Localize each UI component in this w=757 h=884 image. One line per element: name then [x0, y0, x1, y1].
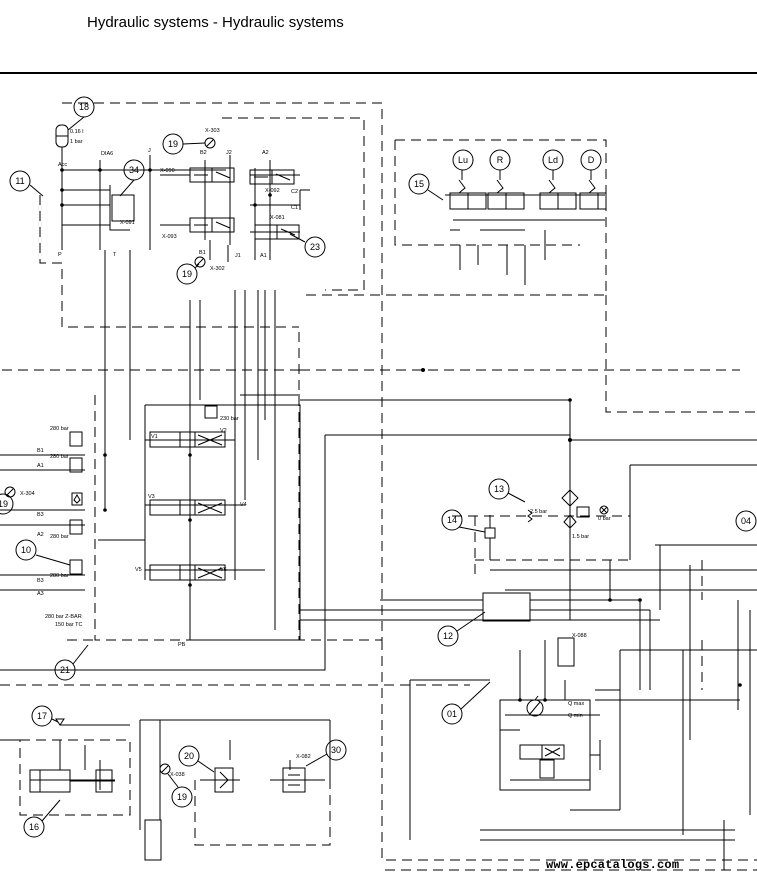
- callout-01: 01: [447, 709, 457, 719]
- connector-x091: X-091: [120, 220, 135, 226]
- pump-01: [519, 637, 575, 779]
- filter-2-5bar: 2.5 bar: [530, 509, 547, 515]
- main-control-valves: [69, 405, 226, 581]
- pilot-ld: Ld: [548, 155, 558, 165]
- callout-19-bottom: 19: [177, 792, 187, 802]
- callout-10: 10: [21, 545, 31, 555]
- callout-23: 23: [310, 242, 320, 252]
- dia6-label: DIA6: [101, 151, 113, 157]
- port-b2: B2: [200, 150, 207, 156]
- callout-18: 18: [79, 102, 89, 112]
- port-a3-left: A3: [37, 591, 44, 597]
- callout-11: 11: [15, 176, 24, 186]
- callout-04: 04: [741, 516, 751, 526]
- port-a1-top: A1: [260, 253, 267, 259]
- port-j: J: [148, 148, 151, 154]
- section-v4: V4: [240, 502, 247, 508]
- port-a2-left: A2: [37, 532, 44, 538]
- callout-numbers: 18 11 19 34 23 19 15 Lu R Ld D 19 10 21 …: [0, 102, 751, 832]
- pump-qmax: Q max: [568, 701, 584, 707]
- connector-x090: X-090: [160, 168, 175, 174]
- watermark: www.epcatalogs.com: [546, 858, 680, 872]
- connector-x081: X-081: [270, 215, 285, 221]
- callout-19-mid: 19: [182, 269, 192, 279]
- port-c2: C2: [291, 189, 298, 195]
- acc-volume: 0.16 l: [70, 129, 83, 135]
- callout-19-left: 19: [0, 499, 8, 509]
- pilot-lu: Lu: [458, 155, 468, 165]
- connector-x082: X-082: [296, 754, 311, 760]
- accumulator-18: [55, 124, 69, 155]
- port-c1: C1: [291, 205, 298, 211]
- section-v3: V3: [148, 494, 155, 500]
- acc-label: Acc: [58, 162, 67, 168]
- callout-14: 14: [447, 515, 457, 525]
- connector-x304: X-304: [20, 491, 35, 497]
- pilot-r: R: [497, 155, 504, 165]
- pilot-d: D: [588, 155, 595, 165]
- port-j2: J2: [226, 150, 232, 156]
- junction-dots: [60, 168, 742, 702]
- port-a1-left: A1: [37, 463, 44, 469]
- relief-tc: 150 bar TC: [55, 622, 82, 628]
- section-v6: V6: [220, 567, 227, 573]
- callout-12: 12: [443, 631, 453, 641]
- callout-30: 30: [331, 745, 341, 755]
- connector-x093: X-093: [162, 234, 177, 240]
- port-j1: J1: [235, 253, 241, 259]
- port-b1-top: B1: [199, 250, 206, 256]
- relief-230bar: 230 bar: [220, 416, 239, 422]
- callout-15: 15: [414, 179, 424, 189]
- relief-280bar-3: 280 bar: [50, 534, 69, 540]
- port-t-top: T: [113, 252, 117, 258]
- connector-x038: X-038: [170, 772, 185, 778]
- component-labels: 0.16 l 1 bar Acc DIA6 J B2 J2 A2 X-303 X…: [20, 128, 611, 778]
- callout-21: 21: [60, 665, 70, 675]
- port-a2: A2: [262, 150, 269, 156]
- callout-16: 16: [29, 822, 39, 832]
- relief-280bar-1: 280 bar: [50, 426, 69, 432]
- section-v2: V2: [220, 428, 227, 434]
- pressure-switch-0bar: 0 bar: [598, 516, 611, 522]
- connector-x303: X-303: [205, 128, 220, 134]
- connector-x088: X-088: [572, 633, 587, 639]
- pressure-gauges: [4, 137, 216, 775]
- port-pb: PB: [178, 642, 186, 648]
- acc-pressure: 1 bar: [70, 139, 83, 145]
- callout-17: 17: [37, 711, 47, 721]
- page-title: Hydraulic systems - Hydraulic systems: [87, 14, 344, 31]
- port-b3b-left: B3: [37, 578, 44, 584]
- port-p-top: P: [58, 252, 62, 258]
- relief-280bar-2: 280 bar: [50, 454, 69, 460]
- pump-qmin: Q min: [568, 713, 583, 719]
- relief-zbar: 280 bar Z-BAR: [45, 614, 82, 620]
- connector-x302: X-302: [210, 266, 225, 272]
- section-v1: V1: [151, 434, 158, 440]
- relief-280bar-4: 280 bar: [50, 573, 69, 579]
- callout-20: 20: [184, 751, 194, 761]
- filter-1-5bar: 1.5 bar: [572, 534, 589, 540]
- port-b3-left: B3: [37, 512, 44, 518]
- callout-circles: [0, 96, 757, 838]
- filter-block-13: [482, 489, 609, 622]
- directional-valves-top: [111, 167, 300, 240]
- callout-19-top: 19: [168, 139, 178, 149]
- relief-valve-14: [484, 515, 496, 560]
- pilot-valve-group-15: [449, 170, 607, 210]
- port-b1-left: B1: [37, 448, 44, 454]
- callout-13: 13: [494, 484, 504, 494]
- section-v5: V5: [135, 567, 142, 573]
- pressure-lines: [0, 155, 757, 870]
- bottom-left-components: [29, 718, 306, 861]
- title-divider: [0, 72, 757, 74]
- connector-x092: X-092: [265, 188, 280, 194]
- dashed-enclosures: [0, 102, 757, 871]
- callout-34: 34: [129, 165, 139, 175]
